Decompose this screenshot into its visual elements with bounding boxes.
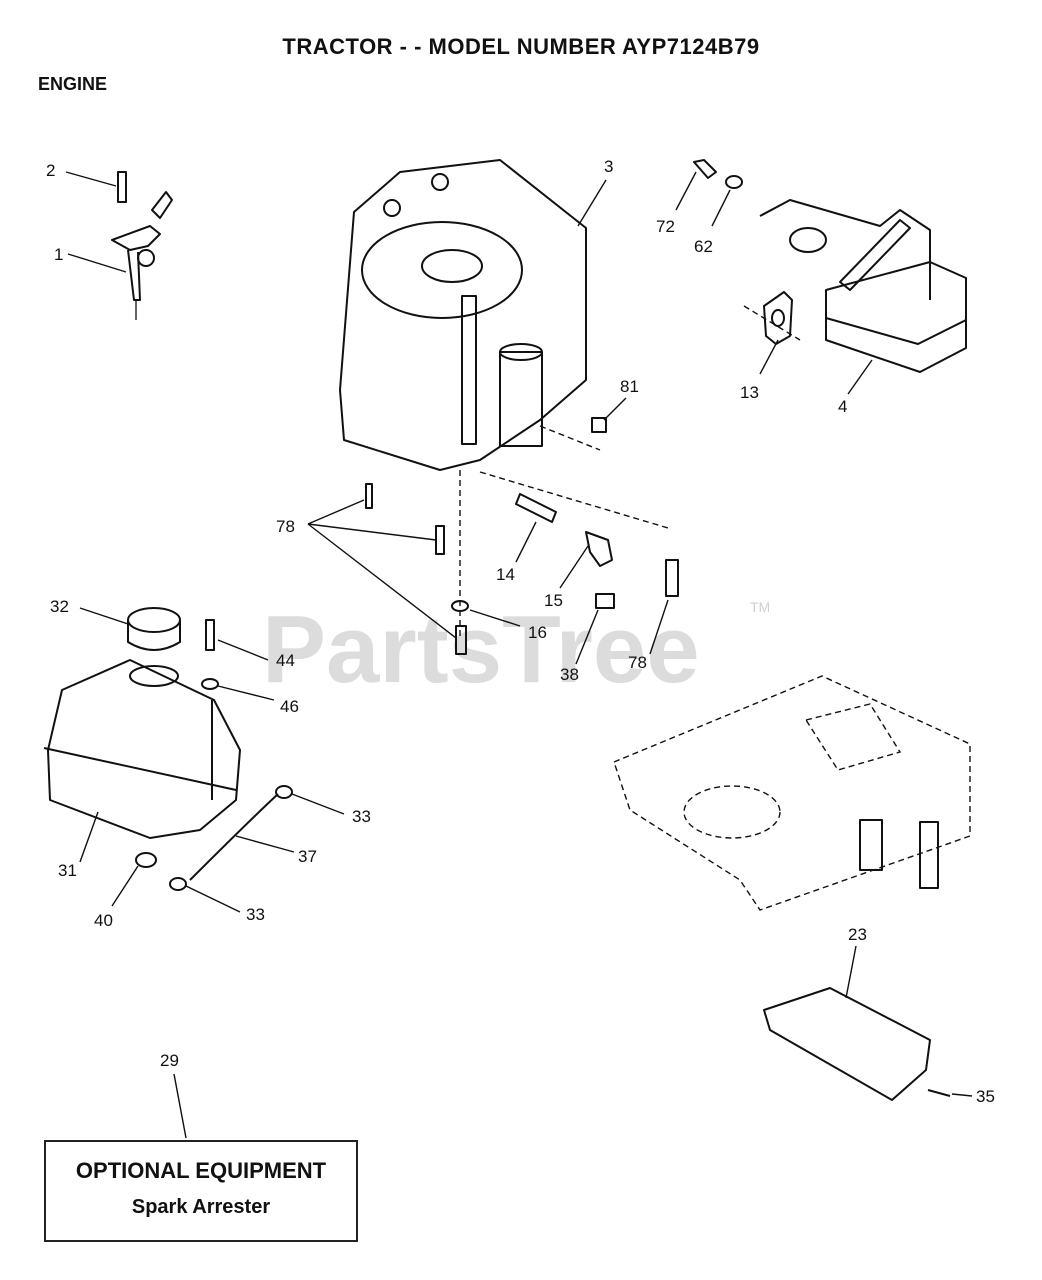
- leader-lines: [65, 171, 973, 1139]
- optional-equipment-heading: OPTIONAL EQUIPMENT: [75, 1158, 327, 1183]
- callout-31: 31: [58, 861, 77, 880]
- callout-15: 15: [544, 591, 563, 610]
- callout-72: 72: [656, 217, 675, 236]
- frame-plate-part: [613, 675, 971, 911]
- callout-32: 32: [50, 597, 69, 616]
- callout-23: 23: [848, 925, 867, 944]
- callout-3: 3: [604, 157, 613, 176]
- callout-62: 62: [694, 237, 713, 256]
- callout-labels: 2 1 3 72 62 13 4 81 78 14 15 16 38 78 32…: [46, 157, 995, 1106]
- fuel-tank-part: [43, 659, 241, 839]
- callout-33-upper: 33: [352, 807, 371, 826]
- callout-35: 35: [976, 1087, 995, 1106]
- page-title: TRACTOR - - MODEL NUMBER AYP7124B79: [282, 34, 760, 59]
- callout-13: 13: [740, 383, 759, 402]
- callout-40: 40: [94, 911, 113, 930]
- exhaust-screw-part: [693, 159, 743, 189]
- callout-78-top: 78: [276, 517, 295, 536]
- callout-33-lower: 33: [246, 905, 265, 924]
- muffler-part: [759, 199, 967, 373]
- callout-37: 37: [298, 847, 317, 866]
- throttle-control-part: [111, 171, 173, 320]
- callout-4: 4: [838, 397, 847, 416]
- callout-29: 29: [160, 1051, 179, 1070]
- callout-2: 2: [46, 161, 55, 180]
- fuel-cap-part: [127, 607, 181, 651]
- callout-38: 38: [560, 665, 579, 684]
- watermark-text: PartsTree: [262, 596, 700, 703]
- mounting-screw-parts: [365, 483, 679, 655]
- fuel-fitting-parts: [459, 425, 669, 640]
- callout-44: 44: [276, 651, 295, 670]
- callout-14: 14: [496, 565, 515, 584]
- callout-1: 1: [54, 245, 63, 264]
- watermark-trademark: TM: [750, 599, 770, 615]
- engine-part: [339, 159, 587, 471]
- callout-16: 16: [528, 623, 547, 642]
- shield-part: [763, 987, 951, 1101]
- spark-arrester-label: Spark Arrester: [131, 1196, 271, 1218]
- callout-78-right: 78: [628, 653, 647, 672]
- callout-46: 46: [280, 697, 299, 716]
- fuel-line-parts: [135, 785, 293, 891]
- section-title: ENGINE: [38, 74, 108, 94]
- tank-screw-parts: [201, 619, 219, 690]
- gasket-part: [743, 291, 801, 345]
- optional-equipment-box: OPTIONAL EQUIPMENT Spark Arrester: [44, 1140, 358, 1242]
- nut-part: [591, 417, 607, 433]
- callout-81: 81: [620, 377, 639, 396]
